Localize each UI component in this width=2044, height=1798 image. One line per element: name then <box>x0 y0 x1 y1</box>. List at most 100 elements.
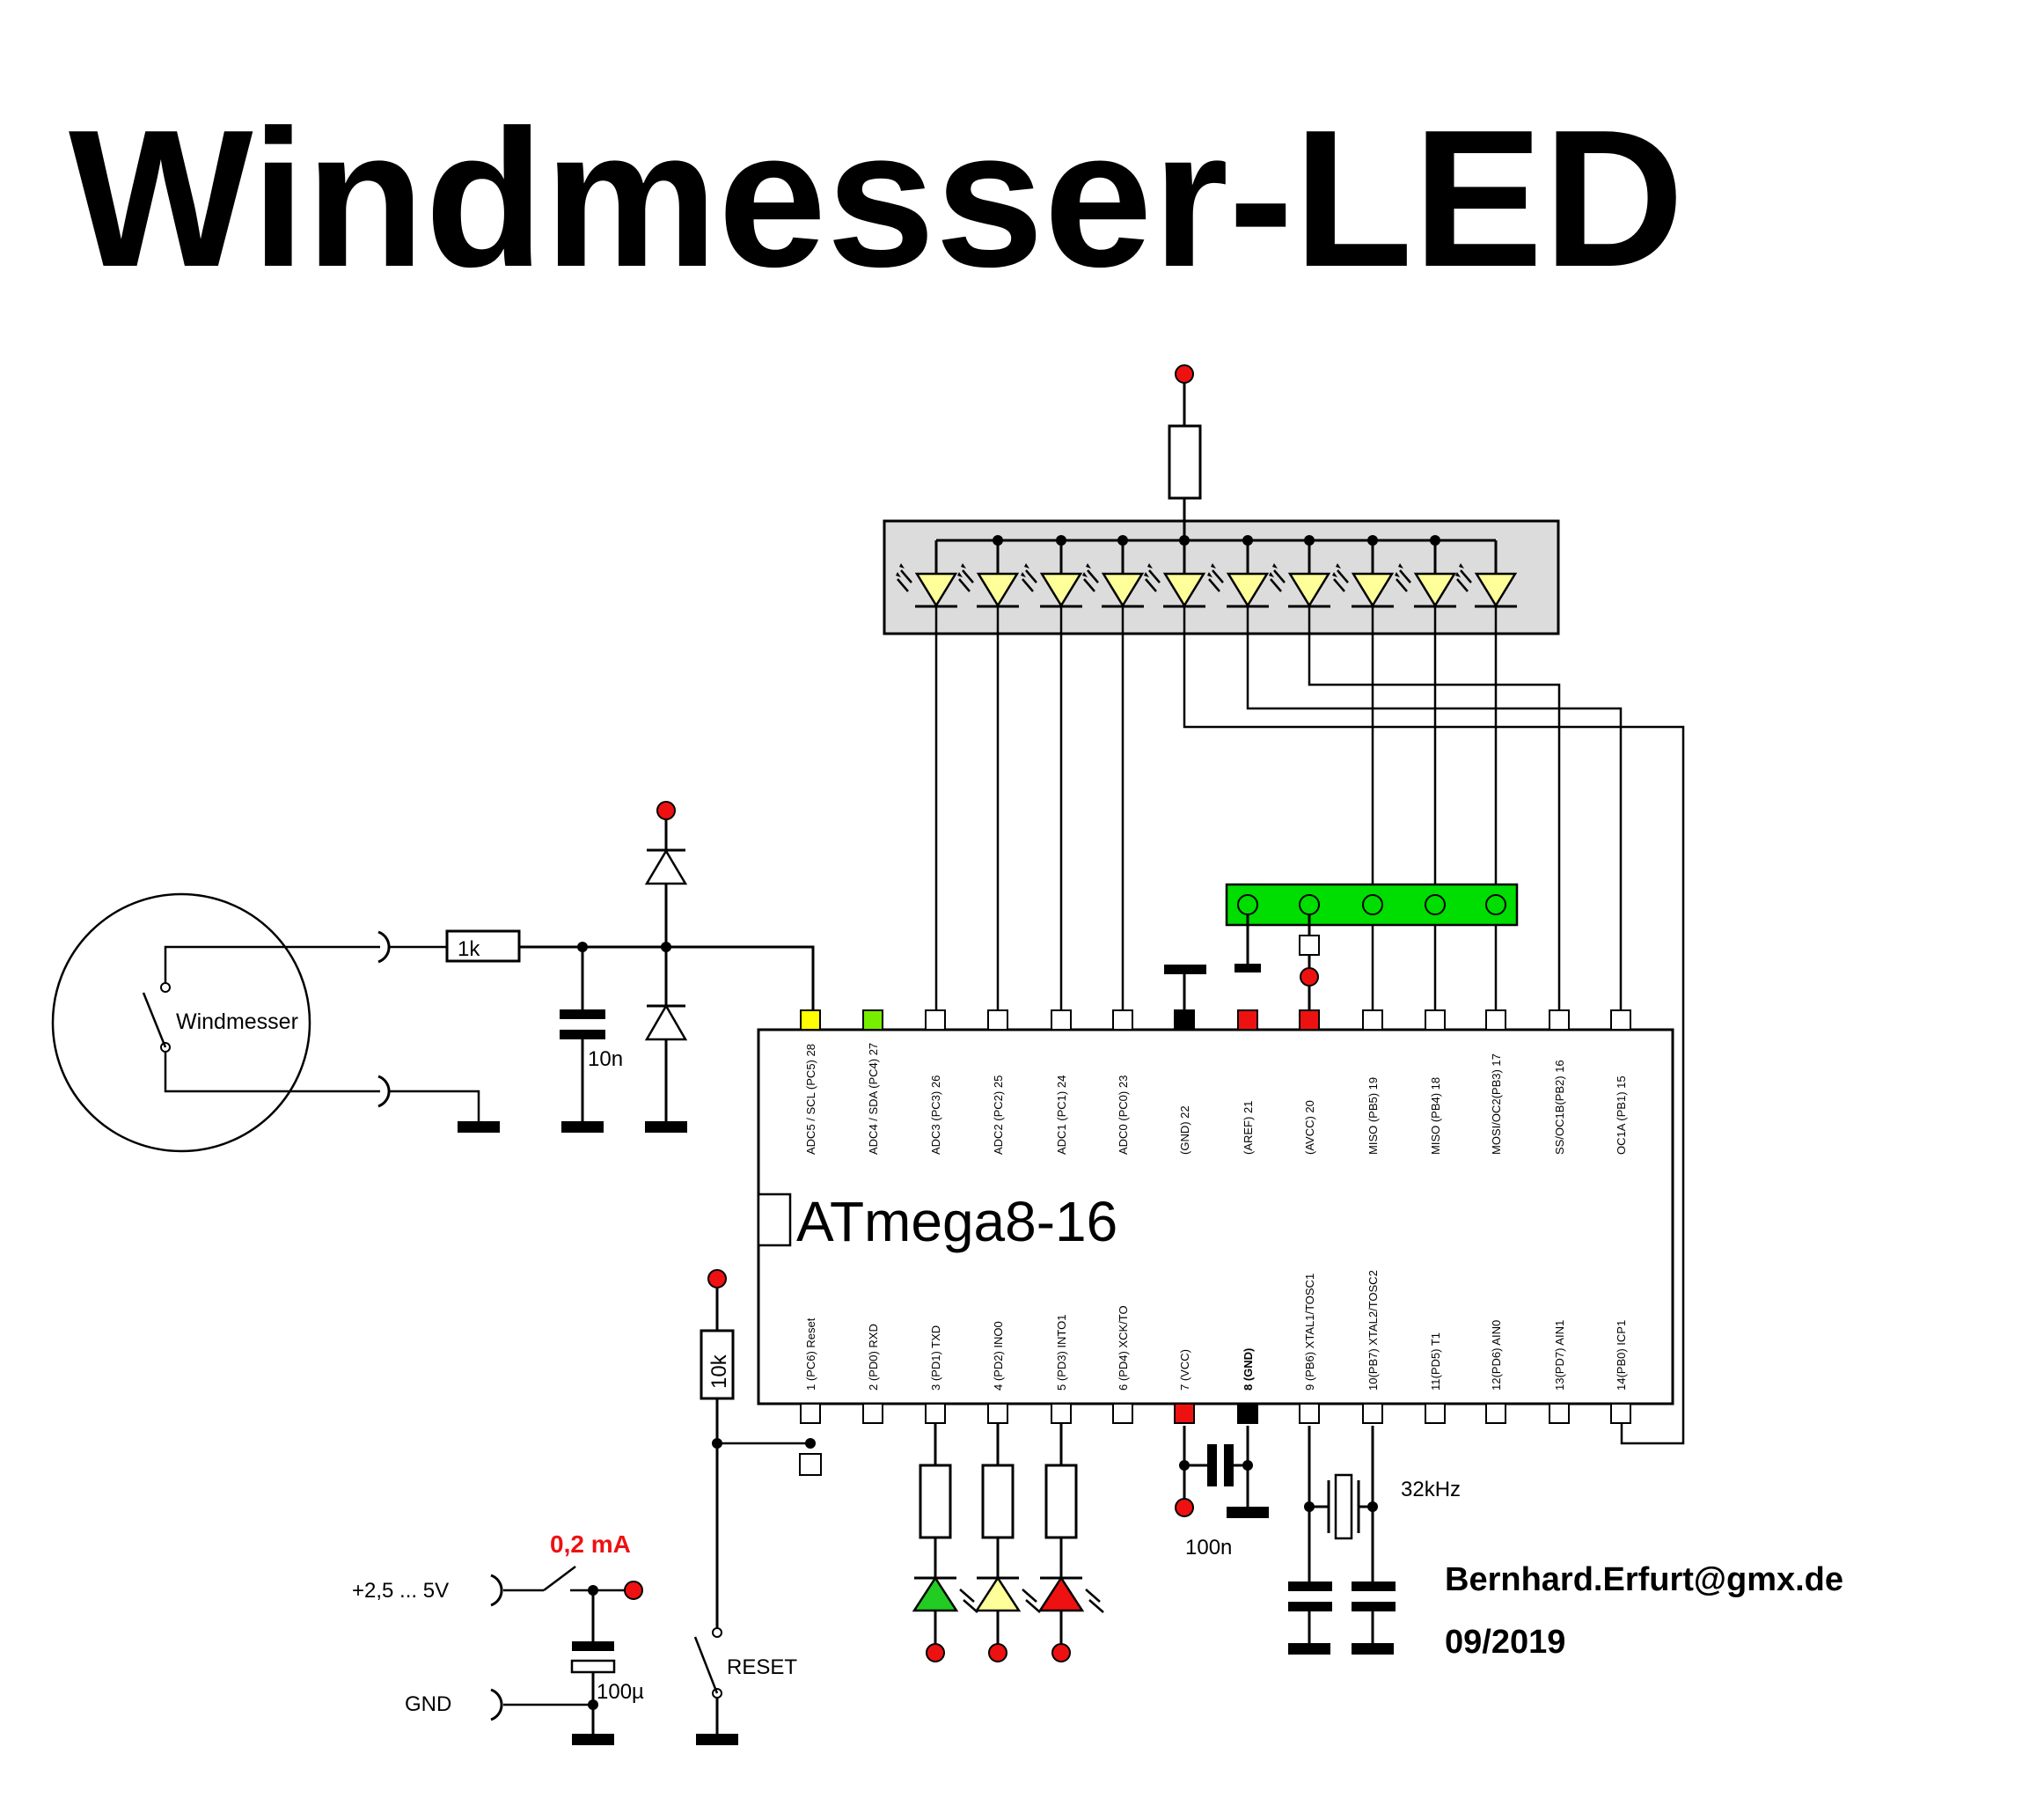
chip-bottom-pin-label: 3 (PD1) TXD <box>929 1325 942 1391</box>
chip-top-pin-28 <box>800 1009 821 1031</box>
chip-top-pin-20 <box>1299 1009 1320 1031</box>
chip-top-pin-label: ADC2 (PC2) 25 <box>992 1075 1005 1155</box>
bar-led <box>1474 572 1518 608</box>
led-routing-wires <box>1183 607 1685 1445</box>
chip-top-pin-label: (GND) 22 <box>1178 1105 1191 1155</box>
led-supply-resistor <box>1168 364 1202 540</box>
vcc-decoupling: 100n <box>1175 1426 1269 1559</box>
chip-top-pin-23 <box>1112 1009 1133 1031</box>
cap-10n-label: 10n <box>588 1047 623 1071</box>
chip-top-pin-label: OC1A (PB1) 15 <box>1615 1075 1628 1155</box>
chip-top-pin-label: MOSI/OC2(PB3) 17 <box>1490 1053 1503 1155</box>
chip-top-pin-15 <box>1610 1009 1631 1031</box>
chip-bottom-pin-label: 10(PB7) XTAL2/TOSC2 <box>1366 1270 1380 1391</box>
chip-bottom-pin-label: 8 (GND) <box>1242 1348 1255 1391</box>
chip-top-pin-22 <box>1174 1009 1195 1031</box>
chip-bottom-pin-label: 5 (PD3) INTO1 <box>1055 1315 1068 1391</box>
gnd-pin22 <box>1164 965 1206 1010</box>
chip-top-pin-16 <box>1549 1009 1570 1031</box>
chip-bottom-pin-4 <box>987 1403 1008 1424</box>
chip-bottom-pin-11 <box>1425 1403 1446 1424</box>
chip-bottom-pin-2 <box>862 1403 883 1424</box>
chip-bottom-pin-label: 7 (VCC) <box>1178 1349 1191 1391</box>
chip-bottom-pin-label: 6 (PD4) XCK/TO <box>1117 1305 1130 1391</box>
chip-bottom-pin-5 <box>1051 1403 1072 1424</box>
chip-bottom-pin-6 <box>1112 1403 1133 1424</box>
chip-bottom-pin-9 <box>1299 1403 1320 1424</box>
chip-bottom-pin-10 <box>1362 1403 1383 1424</box>
led-resistor <box>1044 1464 1078 1539</box>
chip-top-pin-18 <box>1425 1009 1446 1031</box>
chip-top-pin-24 <box>1051 1009 1072 1031</box>
bar-led <box>1226 572 1270 608</box>
status-led <box>912 1575 959 1612</box>
chip-bottom-pin-label: 9 (PB6) XTAL1/TOSC1 <box>1303 1273 1316 1391</box>
cap-100n-label: 100n <box>1185 1536 1232 1559</box>
crystal-oscillator: 32kHz <box>1288 1426 1461 1655</box>
bar-led <box>1101 572 1145 608</box>
chip-bottom-pin-3 <box>925 1403 946 1424</box>
page-title: Windmesser-LED <box>69 90 1684 308</box>
chip-top-pin-label: (AVCC) 20 <box>1303 1100 1316 1155</box>
chip-top-pin-19 <box>1362 1009 1383 1031</box>
supply-label: +2,5 ... 5V <box>352 1579 449 1603</box>
chip-bottom-pin-label: 13(PD7) AIN1 <box>1553 1320 1566 1391</box>
chip-bottom-pin-label: 4 (PD2) INO0 <box>992 1321 1005 1391</box>
power-supply: 0,2 mA +2,5 ... 5V 100µ GND <box>352 1530 644 1745</box>
bar-led <box>976 572 1020 608</box>
chip-top-pin-label: (AREF) 21 <box>1242 1101 1255 1155</box>
chip-top-pin-label: ADC5 / SCL (PC5) 28 <box>804 1044 817 1155</box>
sensor-label: Windmesser <box>176 1009 298 1034</box>
chip-top-pin-label: MISO (PB4) 18 <box>1429 1077 1442 1155</box>
status-led <box>1037 1575 1085 1612</box>
chip-top-pin-label: ADC0 (PC0) 23 <box>1117 1075 1130 1155</box>
led-bar-graph <box>883 519 1560 1010</box>
chip-top-pin-17 <box>1485 1009 1506 1031</box>
status-led <box>974 1575 1022 1612</box>
reset-label: RESET <box>727 1655 797 1679</box>
chip-bottom-pin-label: 1 (PC6) Reset <box>804 1317 817 1391</box>
chip-top-pin-25 <box>987 1009 1008 1031</box>
chip-bottom-pin-12 <box>1485 1403 1506 1424</box>
chip-top-pin-label: ADC4 / SDA (PC4) 27 <box>867 1043 880 1155</box>
bar-led <box>1162 572 1206 608</box>
chip-bottom-pin-8 <box>1237 1403 1258 1424</box>
chip-bottom-pin-label: 11(PD5) T1 <box>1429 1332 1442 1391</box>
resistor-10k-label: 10k <box>707 1354 731 1389</box>
chip-top-pin-label: SS/OC1B(PB2) 16 <box>1553 1060 1566 1155</box>
chip-bottom-pin-label: 14(PB0) ICP1 <box>1615 1320 1628 1391</box>
isp-connector <box>1225 883 1519 1010</box>
gnd-label: GND <box>405 1692 451 1716</box>
bar-led <box>1039 572 1083 608</box>
chip-bottom-pin-1 <box>800 1403 821 1424</box>
cap-100u-label: 100µ <box>597 1680 644 1704</box>
vcc-dot <box>926 1643 945 1662</box>
vcc-dot <box>1051 1643 1071 1662</box>
author-email: Bernhard.Erfurt@gmx.de <box>1445 1561 1843 1598</box>
chip-bottom-pin-label: 12(PD6) AIN0 <box>1490 1320 1503 1391</box>
chip-top-pin-label: ADC1 (PC1) 24 <box>1055 1075 1068 1155</box>
bar-led <box>1413 572 1457 608</box>
status-leds <box>912 1423 1104 1662</box>
chip-top-pin-21 <box>1237 1009 1258 1031</box>
chip-top-pin-label: ADC3 (PC3) 26 <box>929 1075 942 1155</box>
wind-sensor: Windmesser 1k 10n <box>51 801 815 1153</box>
author-date: 09/2019 <box>1445 1624 1565 1661</box>
chip-top-pin-27 <box>862 1009 883 1031</box>
atmega-chip: ATmega8-16 ADC5 / SCL (PC5) 28 ADC4 / SDA… <box>757 1009 1674 1424</box>
chip-top-pin-26 <box>925 1009 946 1031</box>
chip-bottom-pin-label: 2 (PD0) RXD <box>867 1324 880 1391</box>
led-resistor <box>981 1464 1015 1539</box>
crystal-label: 32kHz <box>1401 1478 1461 1501</box>
chip-bottom-pin-13 <box>1549 1403 1570 1424</box>
bar-led <box>1351 572 1395 608</box>
resistor-1k-label: 1k <box>458 937 480 961</box>
bar-led <box>1287 572 1331 608</box>
reset-circuit: 10k RESET <box>693 1269 822 1745</box>
chip-name: ATmega8-16 <box>796 1190 1117 1253</box>
chip-bottom-pin-14 <box>1610 1403 1631 1424</box>
chip-bottom-pin-7 <box>1174 1403 1195 1424</box>
current-label: 0,2 mA <box>550 1530 631 1558</box>
chip-top-pin-label: MISO (PB5) 19 <box>1366 1077 1380 1155</box>
